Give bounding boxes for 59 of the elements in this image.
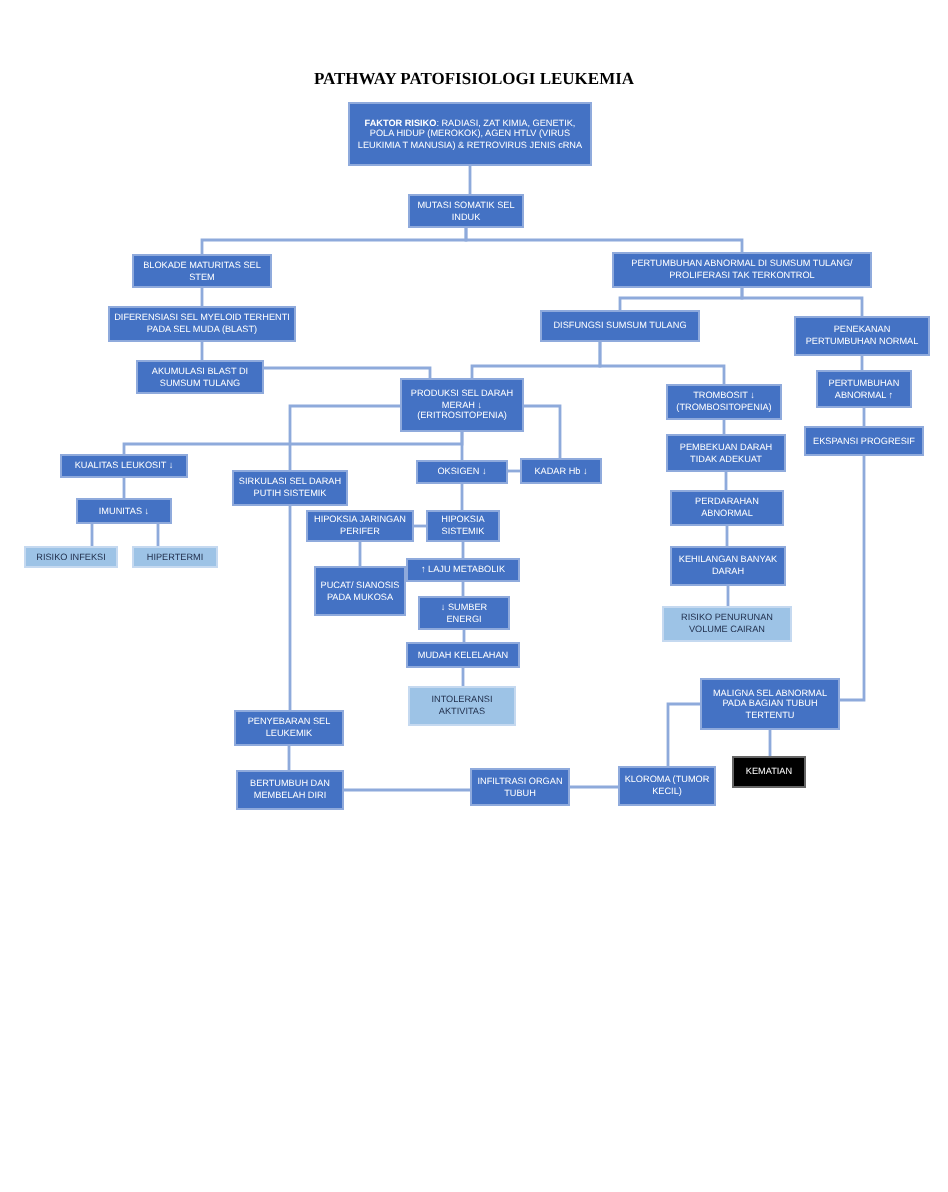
process-box (314, 566, 406, 616)
outcome-box (732, 756, 806, 788)
process-box (406, 642, 520, 668)
process-box (136, 360, 264, 394)
process-box (408, 194, 524, 228)
process-box (670, 490, 784, 526)
process-box (132, 254, 272, 288)
process-box (416, 460, 508, 484)
process-box (60, 454, 188, 478)
connector-line (740, 288, 864, 316)
connector-line (122, 478, 126, 498)
connector-line (264, 366, 432, 378)
process-box (406, 558, 520, 582)
connector-line (287, 746, 291, 770)
connector-line (768, 730, 772, 756)
connector-line (570, 785, 618, 789)
process-box (236, 770, 344, 810)
process-box (470, 768, 570, 806)
connector-line (288, 404, 400, 470)
connector-line (464, 228, 744, 252)
process-box (666, 384, 782, 420)
connector-line (666, 702, 700, 766)
process-box (540, 310, 700, 342)
connector-line (90, 524, 94, 546)
connector-line (524, 404, 562, 458)
process-box (234, 710, 344, 746)
outcome-box (662, 606, 792, 642)
process-box (306, 510, 414, 542)
connector-line (840, 456, 866, 702)
process-box (804, 426, 924, 456)
connector-line (468, 166, 472, 194)
connector-line (156, 524, 160, 546)
process-box (670, 546, 786, 586)
process-box (76, 498, 172, 524)
outcome-box (408, 686, 516, 726)
process-box (700, 678, 840, 730)
connector-line (726, 586, 730, 606)
process-box (418, 596, 510, 630)
process-box (618, 766, 716, 806)
process-box (794, 316, 930, 356)
process-box (666, 434, 786, 472)
connector-line (460, 484, 464, 510)
connector-line (288, 506, 292, 710)
connector-line (344, 788, 470, 792)
connector-line (725, 526, 729, 546)
process-box (612, 252, 872, 288)
outcome-box (24, 546, 118, 568)
connector-line (598, 342, 726, 384)
process-box (108, 306, 296, 342)
process-box (400, 378, 524, 432)
process-box (232, 470, 348, 506)
diagram-title: PATHWAY PATOFISIOLOGI LEUKEMIA (311, 66, 637, 92)
outcome-box (132, 546, 218, 568)
process-box (816, 370, 912, 408)
connector-line (358, 542, 362, 566)
process-box (426, 510, 500, 542)
process-box (520, 458, 602, 484)
process-box (348, 102, 592, 166)
connector-line (460, 432, 464, 460)
